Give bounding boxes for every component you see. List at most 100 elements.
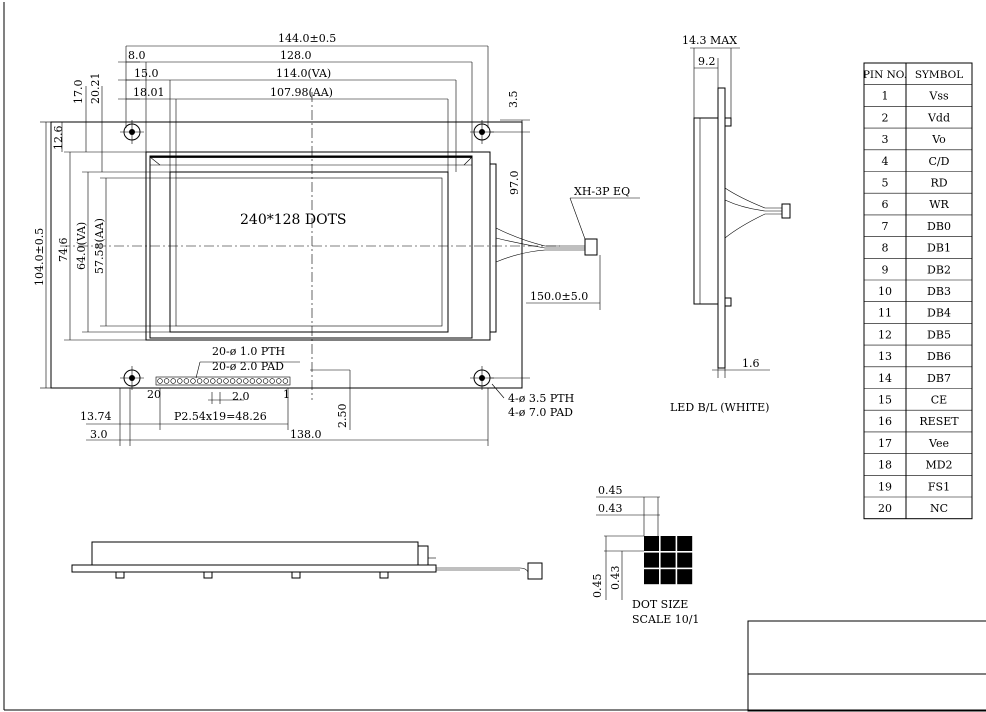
hole-pad-label: 4-ø 7.0 PAD [508, 406, 573, 419]
viewing-area [169, 171, 449, 333]
active-area [175, 177, 443, 327]
dim-h-17: 17.0 [72, 80, 85, 105]
dim-w-8: 8.0 [128, 49, 146, 62]
table-cell-pin: 15 [878, 394, 892, 407]
table-cell-symbol: DB5 [927, 328, 951, 341]
dot-detail: 0.45 0.43 0.45 0.43 DOT SIZE SCALE 10/1 [591, 484, 699, 626]
mounting-hole [120, 120, 144, 144]
table-cell-pin: 7 [882, 220, 889, 233]
table-cell-pin: 2 [882, 111, 889, 124]
mounting-hole [120, 366, 144, 390]
table-cell-symbol: DB1 [927, 242, 951, 255]
dim-2: 2.0 [232, 390, 250, 403]
pin-pad [282, 378, 289, 384]
pin-label-1: 1 [283, 388, 290, 401]
table-cell-symbol: Vdd [927, 111, 950, 124]
table-cell-symbol: C/D [929, 155, 950, 168]
pin-pad [256, 378, 262, 384]
pth-label: 20-ø 1.0 PTH [212, 345, 285, 358]
table-cell-pin: 1 [882, 90, 889, 103]
bottom-dimensions [86, 361, 505, 446]
table-cell-symbol: DB3 [927, 285, 951, 298]
table-cell-pin: 19 [878, 480, 892, 493]
pin-pad [236, 378, 242, 384]
dim-w-15: 15.0 [134, 67, 159, 80]
table-cell-symbol: WR [929, 198, 949, 211]
pin-pad [243, 378, 249, 384]
left-dimensions [40, 86, 176, 389]
dot-cell [660, 536, 676, 551]
backlight-label: LED B/L (WHITE) [670, 401, 769, 414]
pcb-outline [50, 121, 523, 389]
dim-height-outer: 104.0±0.5 [33, 228, 46, 286]
dot-cell [644, 536, 659, 551]
pin-pad [163, 378, 170, 384]
table-cell-symbol: DB6 [927, 350, 951, 363]
table-cell-symbol: MD2 [925, 459, 952, 472]
side-module [693, 117, 719, 305]
table-cell-pin: 5 [882, 177, 889, 190]
dot-cell [644, 569, 659, 585]
table-cell-pin: 3 [882, 133, 889, 146]
dim-h-746: 74.6 [57, 238, 70, 263]
table-cell-symbol: DB0 [927, 220, 951, 233]
dim-043-side: 0.43 [609, 566, 622, 591]
table-cell-symbol: DB4 [927, 307, 951, 320]
dim-9-2: 9.2 [698, 55, 716, 68]
dim-1374: 13.74 [80, 410, 112, 423]
table-cell-symbol: DB7 [927, 372, 951, 385]
dots-label: 240*128 DOTS [240, 212, 347, 228]
table-cell-symbol: DB2 [927, 263, 951, 276]
dot-cell [677, 569, 693, 585]
table-cell-pin: 20 [878, 502, 892, 515]
dim-3: 3.0 [90, 428, 108, 441]
dim-va-width: 114.0(VA) [276, 67, 331, 80]
pin-pad [249, 378, 256, 384]
dim-aa-height: 57.58(AA) [93, 218, 106, 274]
pin-pad [216, 378, 223, 384]
dot-cell [644, 552, 659, 568]
dim-h-126: 12.6 [52, 126, 65, 151]
table-cell-symbol: RESET [919, 415, 959, 428]
front-view: 144.0±0.5 8.0 128.0 15.0 114.0(VA) 18.01… [33, 32, 640, 446]
table-cell-symbol: RD [930, 177, 947, 190]
table-cell-symbol: Vee [928, 437, 949, 450]
pin-pad [183, 378, 190, 384]
dim-width-outer: 144.0±0.5 [278, 32, 336, 45]
dim-045-top: 0.45 [598, 484, 623, 497]
table-cell-pin: 16 [878, 415, 892, 428]
pin-label-20: 20 [147, 388, 161, 401]
table-cell-pin: 6 [882, 198, 889, 211]
pin-pad [223, 378, 229, 384]
pitch-label: P2.54x19=48.26 [174, 410, 267, 423]
dim-138: 138.0 [290, 428, 322, 441]
table-cell-symbol: Vss [928, 90, 949, 103]
table-cell-symbol: FS1 [928, 480, 950, 493]
dim-va-height: 64.0(VA) [75, 222, 88, 270]
pad-label: 20-ø 2.0 PAD [212, 360, 284, 373]
dot-size-scale: SCALE 10/1 [632, 613, 699, 626]
dim-aa-width: 107.98(AA) [270, 86, 333, 99]
module-inner [149, 155, 473, 339]
dot-cell [660, 569, 676, 585]
pin-pad [177, 378, 183, 384]
dim-250: 2.50 [336, 404, 349, 429]
dot-cell [677, 536, 693, 551]
table-cell-pin: 8 [882, 242, 889, 255]
dim-h-97: 97.0 [508, 171, 521, 196]
pin-pad [203, 378, 209, 384]
dim-w-18: 18.01 [133, 86, 165, 99]
table-cell-pin: 13 [878, 350, 892, 363]
front-view-labels: 144.0±0.5 8.0 128.0 15.0 114.0(VA) 18.01… [33, 32, 630, 441]
pin-pad [269, 378, 275, 384]
side-view: 14.3 MAX 9.2 1.6 LED B/L (WHITE) [670, 34, 791, 414]
top-dimensions [118, 45, 489, 178]
dim-045-side: 0.45 [591, 574, 604, 599]
table-header-symbol: SYMBOL [915, 69, 963, 81]
dim-043-top: 0.43 [598, 502, 623, 515]
cable-connector [495, 197, 640, 263]
cable-length: 150.0±5.0 [530, 290, 588, 303]
dim-w-128: 128.0 [280, 49, 312, 62]
dim-h-35: 3.5 [507, 91, 520, 109]
